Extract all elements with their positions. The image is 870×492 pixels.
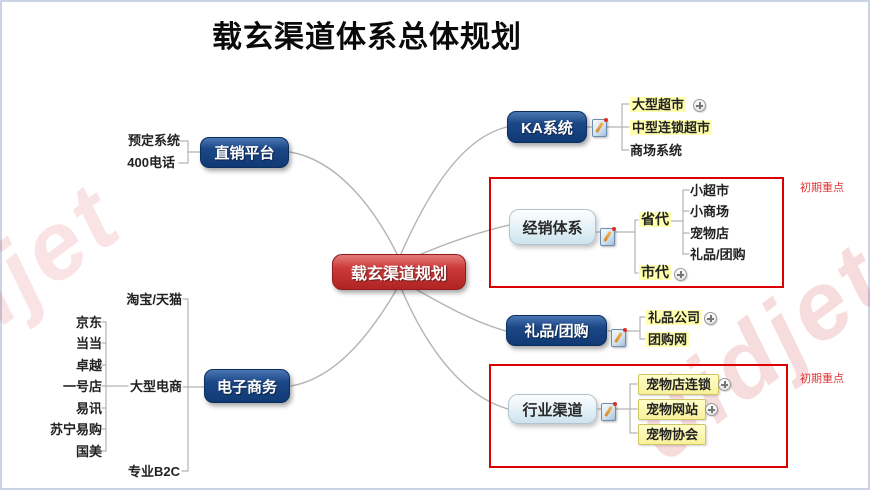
topic-taobao-tmall: 淘宝/天猫 <box>126 292 182 307</box>
topic-pet-shop: 宠物店 <box>690 226 730 241</box>
topic-petshop-chain: 宠物店连锁 <box>638 374 720 395</box>
gift-groupbuy-node[interactable]: 礼品/团购 <box>506 315 607 346</box>
industry-channel-node[interactable]: 行业渠道 <box>508 394 597 424</box>
topic-gome: 国美 <box>75 444 102 459</box>
topic-gift-company: 礼品公司 <box>646 310 703 325</box>
note-icon[interactable] <box>600 227 616 246</box>
ecommerce-node[interactable]: 电子商务 <box>204 369 290 403</box>
note-icon[interactable] <box>611 328 627 347</box>
topic-groupbuy-site: 团购网 <box>646 332 690 347</box>
topic-large-ecommerce: 大型电商 <box>129 379 182 394</box>
topic-mall-system: 商场系统 <box>630 143 683 158</box>
distribution-node[interactable]: 经销体系 <box>509 209 596 245</box>
central-topic-node[interactable]: 载玄渠道规划 <box>332 254 466 290</box>
focus-frame-industry <box>489 364 788 468</box>
early-focus-label-bottom: 初期重点 <box>800 373 844 385</box>
topic-yixun: 易讯 <box>75 401 102 416</box>
topic-booking-system: 预定系统 <box>127 133 180 148</box>
topic-large-supermarket: 大型超市 <box>630 97 687 112</box>
expand-icon[interactable] <box>674 268 687 281</box>
topic-pro-b2c: 专业B2C <box>127 464 180 479</box>
ka-system-node[interactable]: KA系统 <box>507 111 587 143</box>
focus-frame-distribution <box>489 177 784 288</box>
topic-yihaodian: 一号店 <box>62 379 102 394</box>
early-focus-label-top: 初期重点 <box>800 182 844 194</box>
expand-icon[interactable] <box>693 99 706 112</box>
topic-pet-association: 宠物协会 <box>638 424 707 445</box>
topic-jd: 京东 <box>75 315 102 330</box>
topic-small-supermarket: 小超市 <box>690 183 730 198</box>
topic-pet-website: 宠物网站 <box>638 399 707 420</box>
direct-sales-node[interactable]: 直销平台 <box>200 137 289 168</box>
topic-400-phone: 400电话 <box>127 155 175 170</box>
expand-icon[interactable] <box>704 312 717 325</box>
topic-small-mall: 小商场 <box>690 204 730 219</box>
topic-mid-chain-supermarket: 中型连锁超市 <box>630 120 713 135</box>
expand-icon[interactable] <box>705 403 718 416</box>
topic-gift-groupbuy-sub: 礼品/团购 <box>690 247 746 262</box>
topic-suning: 苏宁易购 <box>49 422 102 437</box>
note-icon[interactable] <box>601 402 617 421</box>
topic-province-agent: 省代 <box>639 211 671 227</box>
note-icon[interactable] <box>592 118 608 137</box>
expand-icon[interactable] <box>718 378 731 391</box>
topic-zhuoyue: 卓越 <box>75 358 102 373</box>
topic-dangdang: 当当 <box>75 336 102 351</box>
topic-city-agent: 市代 <box>639 264 671 280</box>
page-title: 载玄渠道体系总体规划 <box>212 21 522 54</box>
